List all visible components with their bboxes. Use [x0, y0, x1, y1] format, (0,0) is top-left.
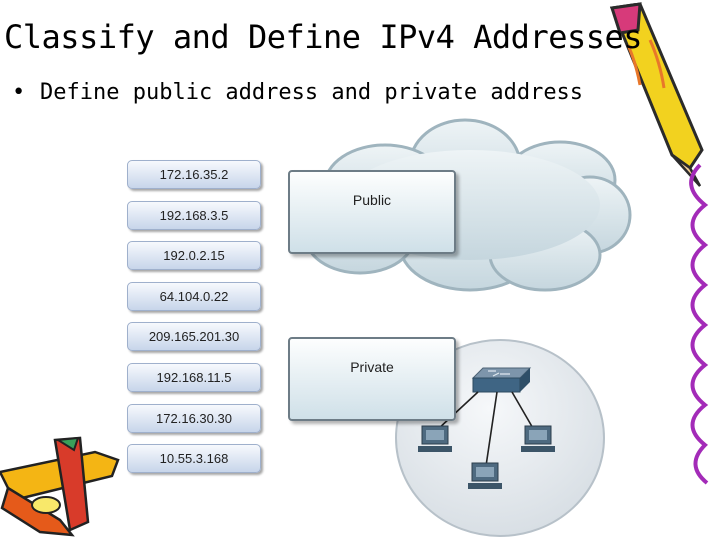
public-box: Public	[288, 170, 456, 254]
computer-icon	[468, 462, 502, 489]
ip-address-item: 192.0.2.15	[127, 241, 261, 271]
computer-icon	[521, 425, 555, 452]
private-box: Private	[288, 337, 456, 421]
ip-address-item: 209.165.201.30	[127, 322, 261, 352]
bullet-marker: •	[12, 80, 26, 105]
bullet-point: • Define public address and private addre…	[12, 80, 632, 105]
bullet-text: Define public address and private addres…	[40, 80, 584, 105]
private-label: Private	[350, 359, 394, 375]
public-label: Public	[352, 192, 392, 208]
switch-icon	[471, 367, 532, 393]
ip-address-list: 172.16.35.2 192.168.3.5 192.0.2.15 64.10…	[127, 160, 261, 485]
ip-address-item: 172.16.30.30	[127, 403, 261, 433]
ip-address-item: 64.104.0.22	[127, 281, 261, 311]
scribble-border-decoration	[689, 163, 709, 485]
computer-icon	[418, 425, 452, 452]
slide-title: Classify and Define IPv4 Addresses	[4, 18, 643, 56]
ip-address-item: 172.16.35.2	[127, 160, 261, 189]
crayons-clipart-icon	[0, 436, 120, 537]
network-links	[436, 391, 535, 467]
ip-address-item: 10.55.3.168	[127, 444, 261, 474]
ip-address-item: 192.168.11.5	[127, 362, 261, 392]
ip-address-item: 192.168.3.5	[127, 200, 261, 230]
